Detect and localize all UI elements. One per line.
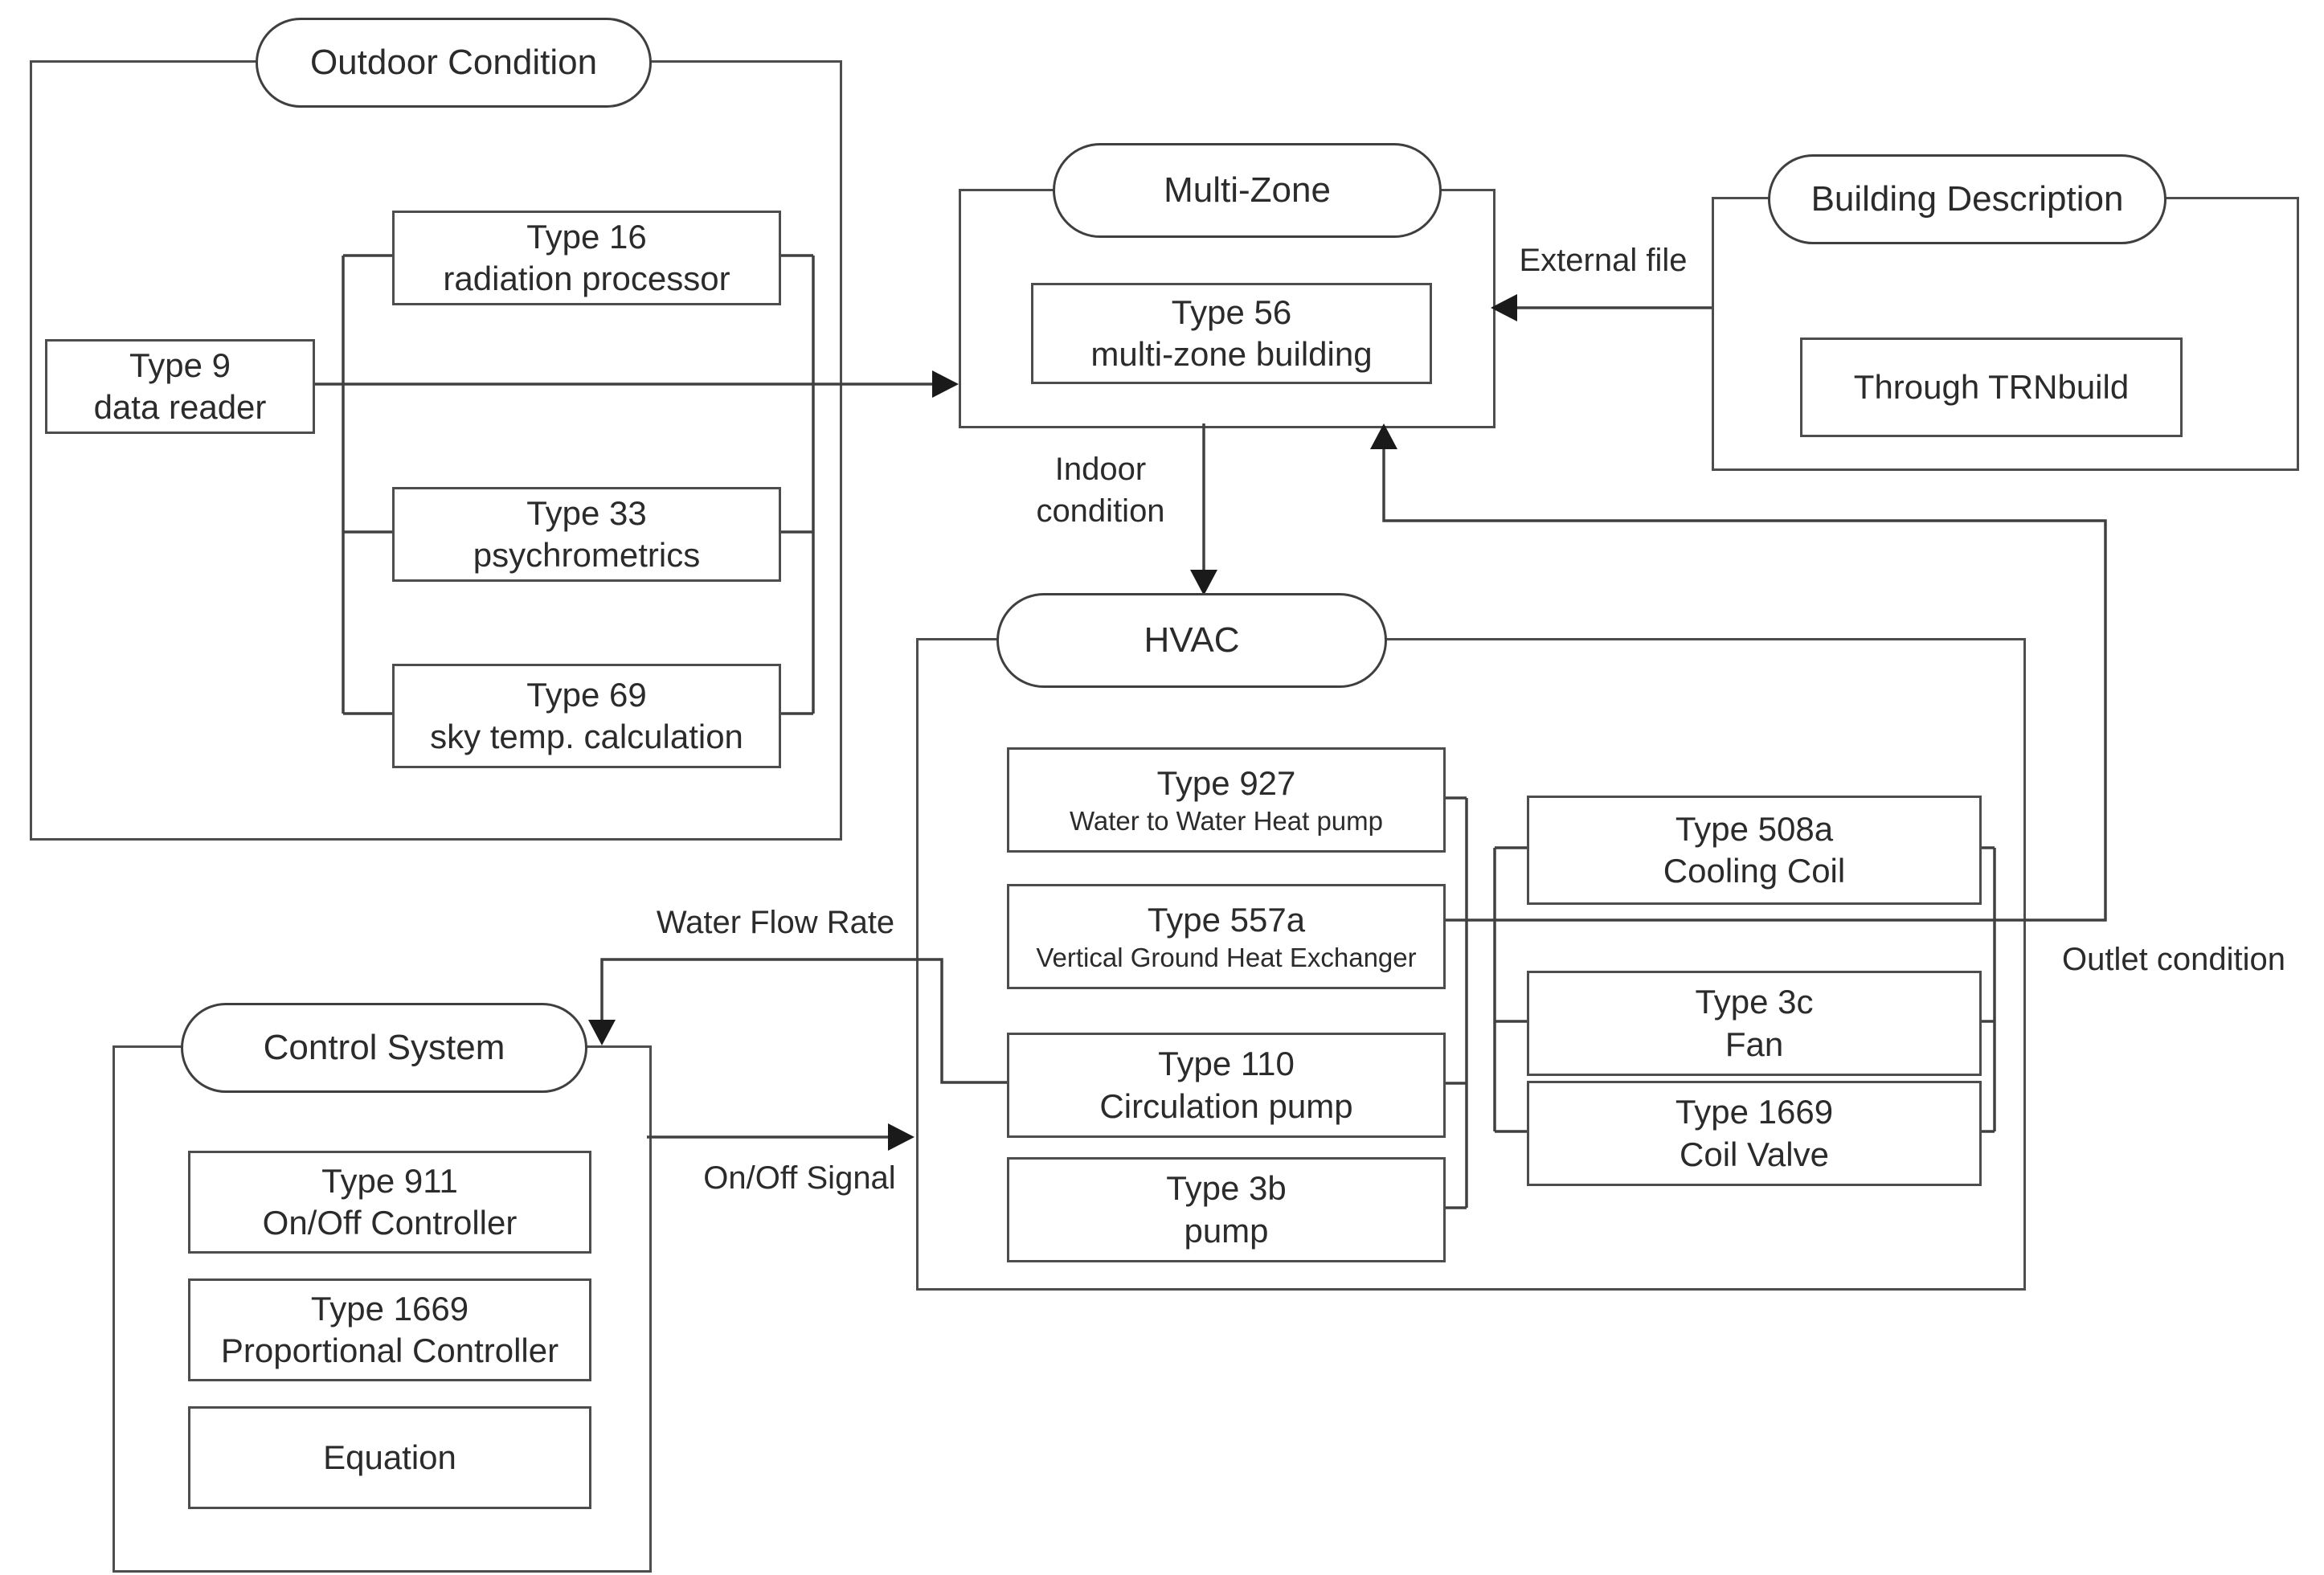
group-multizone-label: Multi-Zone <box>1053 143 1442 238</box>
node-trnbuild: Through TRNbuild <box>1800 338 2183 437</box>
node-type1669-proportional: Type 1669 Proportional Controller <box>188 1278 591 1381</box>
group-control-label: Control System <box>181 1003 587 1093</box>
arrow-water-flow-rate <box>588 958 1007 1084</box>
node-type56: Type 56 multi-zone building <box>1031 283 1432 384</box>
label-onoff-signal: On/Off Signal <box>703 1160 896 1196</box>
group-building-title: Building Description <box>1811 179 2124 219</box>
node-type9: Type 9 data reader <box>45 339 315 434</box>
node-type110: Type 110 Circulation pump <box>1007 1033 1446 1138</box>
group-building-label: Building Description <box>1768 154 2166 244</box>
node-type16: Type 16 radiation processor <box>392 211 781 305</box>
node-type3b: Type 3b pump <box>1007 1157 1446 1262</box>
node-type911: Type 911 On/Off Controller <box>188 1151 591 1254</box>
node-type557a: Type 557a Vertical Ground Heat Exchanger <box>1007 884 1446 989</box>
airside-left-bracket <box>1493 846 1527 1133</box>
node-equation: Equation <box>188 1406 591 1509</box>
arrow-indoor-condition <box>1190 423 1217 595</box>
hvac-column-bracket <box>1441 796 1468 1209</box>
outdoor-left-bracket <box>342 254 392 715</box>
group-hvac-frame <box>916 638 2026 1291</box>
label-external-file: External file <box>1519 243 1688 278</box>
arrow-type9-to-multizone <box>310 370 959 398</box>
label-outlet-condition: Outlet condition <box>2062 942 2285 977</box>
arrow-outlet-condition <box>1370 423 2107 922</box>
group-outdoor-label: Outdoor Condition <box>256 18 652 108</box>
node-type1669-coil-valve: Type 1669 Coil Valve <box>1527 1081 1982 1186</box>
label-water-flow-rate: Water Flow Rate <box>656 905 895 940</box>
node-type3c: Type 3c Fan <box>1527 971 1982 1076</box>
group-hvac-label: HVAC <box>996 593 1387 688</box>
group-hvac-title: HVAC <box>1144 620 1240 660</box>
arrow-external-file <box>1491 294 1712 321</box>
label-indoor-condition: Indoor condition <box>1036 452 1165 529</box>
arrow-onoff-signal <box>647 1123 914 1151</box>
group-multizone-title: Multi-Zone <box>1164 170 1331 210</box>
node-type508a: Type 508a Cooling Coil <box>1527 796 1982 905</box>
node-type33: Type 33 psychrometrics <box>392 487 781 582</box>
node-type69: Type 69 sky temp. calculation <box>392 664 781 768</box>
outdoor-right-bracket <box>776 254 815 715</box>
group-control-title: Control System <box>263 1028 505 1067</box>
group-outdoor-title: Outdoor Condition <box>309 43 598 82</box>
node-type927: Type 927 Water to Water Heat pump <box>1007 747 1446 853</box>
